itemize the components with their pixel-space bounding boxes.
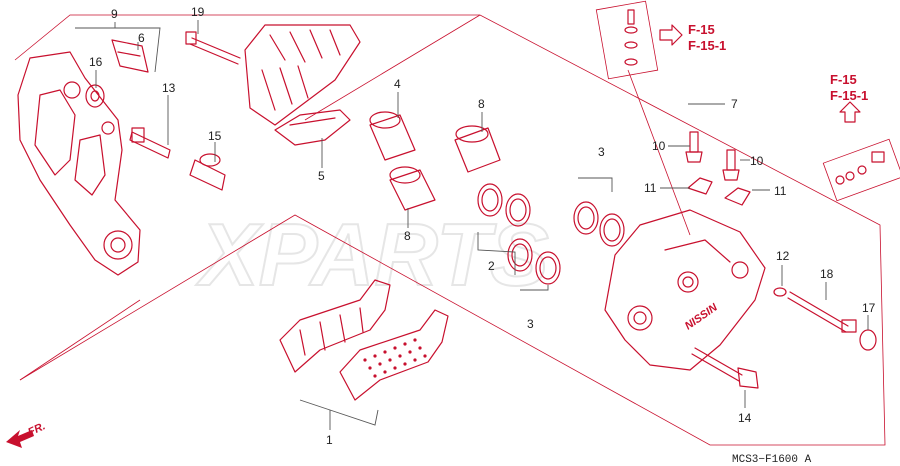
svg-text:NISSIN: NISSIN [683,301,721,332]
piston-seals [477,183,625,285]
pad-pin-bolt [185,31,241,65]
callout-14: 14 [738,411,752,425]
ref-arrow-right [839,101,861,123]
caliper-bracket [17,51,141,276]
bleeder-caps [687,177,751,206]
caliper-body: NISSIN [604,209,766,371]
callout-11-right: 11 [774,184,787,198]
section-frame [14,14,886,446]
callout-19: 19 [191,5,205,19]
callout-3-upper: 3 [598,145,605,159]
caliper-pin-bolt [129,127,171,159]
drawing-code: MCS3−F1600 A [732,454,812,466]
callout-2: 2 [488,259,495,273]
piston-4 [369,111,416,161]
ref-top-line2[interactable]: F-15-1 [688,38,726,53]
front-marker: FR. [26,420,47,438]
right-hardware [822,138,900,202]
callout-16: 16 [89,55,103,69]
ref-arrow-top [659,24,683,46]
callout-17: 17 [862,301,876,315]
callout-9: 9 [111,7,118,21]
pin-plug [859,329,877,351]
piston-8-lower [389,166,436,211]
ref-right-line2[interactable]: F-15-1 [830,88,868,103]
caliper-mount-bolt [691,347,759,389]
boot [85,84,105,108]
pad-heat-sink [244,24,361,126]
callout-8-upper: 8 [478,97,485,111]
sleeve-pin [189,153,226,191]
callout-10-right: 10 [750,154,764,168]
callout-12: 12 [776,249,790,263]
callout-1: 1 [326,433,333,447]
ref-top-line1[interactable]: F-15 [688,22,715,37]
callout-6: 6 [138,31,145,45]
o-ring [773,287,787,297]
bleeder-screws [685,131,740,181]
pad-pin [787,291,857,333]
callout-4: 4 [394,77,401,91]
pad-spring [274,109,351,146]
piston-8-upper [454,125,501,173]
callout-7: 7 [731,97,738,111]
callout-15: 15 [208,129,222,143]
callout-11-left: 11 [644,181,657,195]
pad-pin-clip [111,39,149,73]
leader-lines [75,20,869,430]
callout-18: 18 [820,267,834,281]
callout-10-left: 10 [652,139,666,153]
callout-3-lower: 3 [527,317,534,331]
callout-13: 13 [162,81,176,95]
brake-pads [279,279,449,401]
callout-5: 5 [318,169,325,183]
callout-8-lower: 8 [404,229,411,243]
hanger-hardware [595,0,691,236]
pad-friction-dots [363,338,427,378]
watermark: XPARTS [195,205,549,304]
front-arrow-icon [6,430,34,448]
ref-right-line1[interactable]: F-15 [830,72,857,87]
